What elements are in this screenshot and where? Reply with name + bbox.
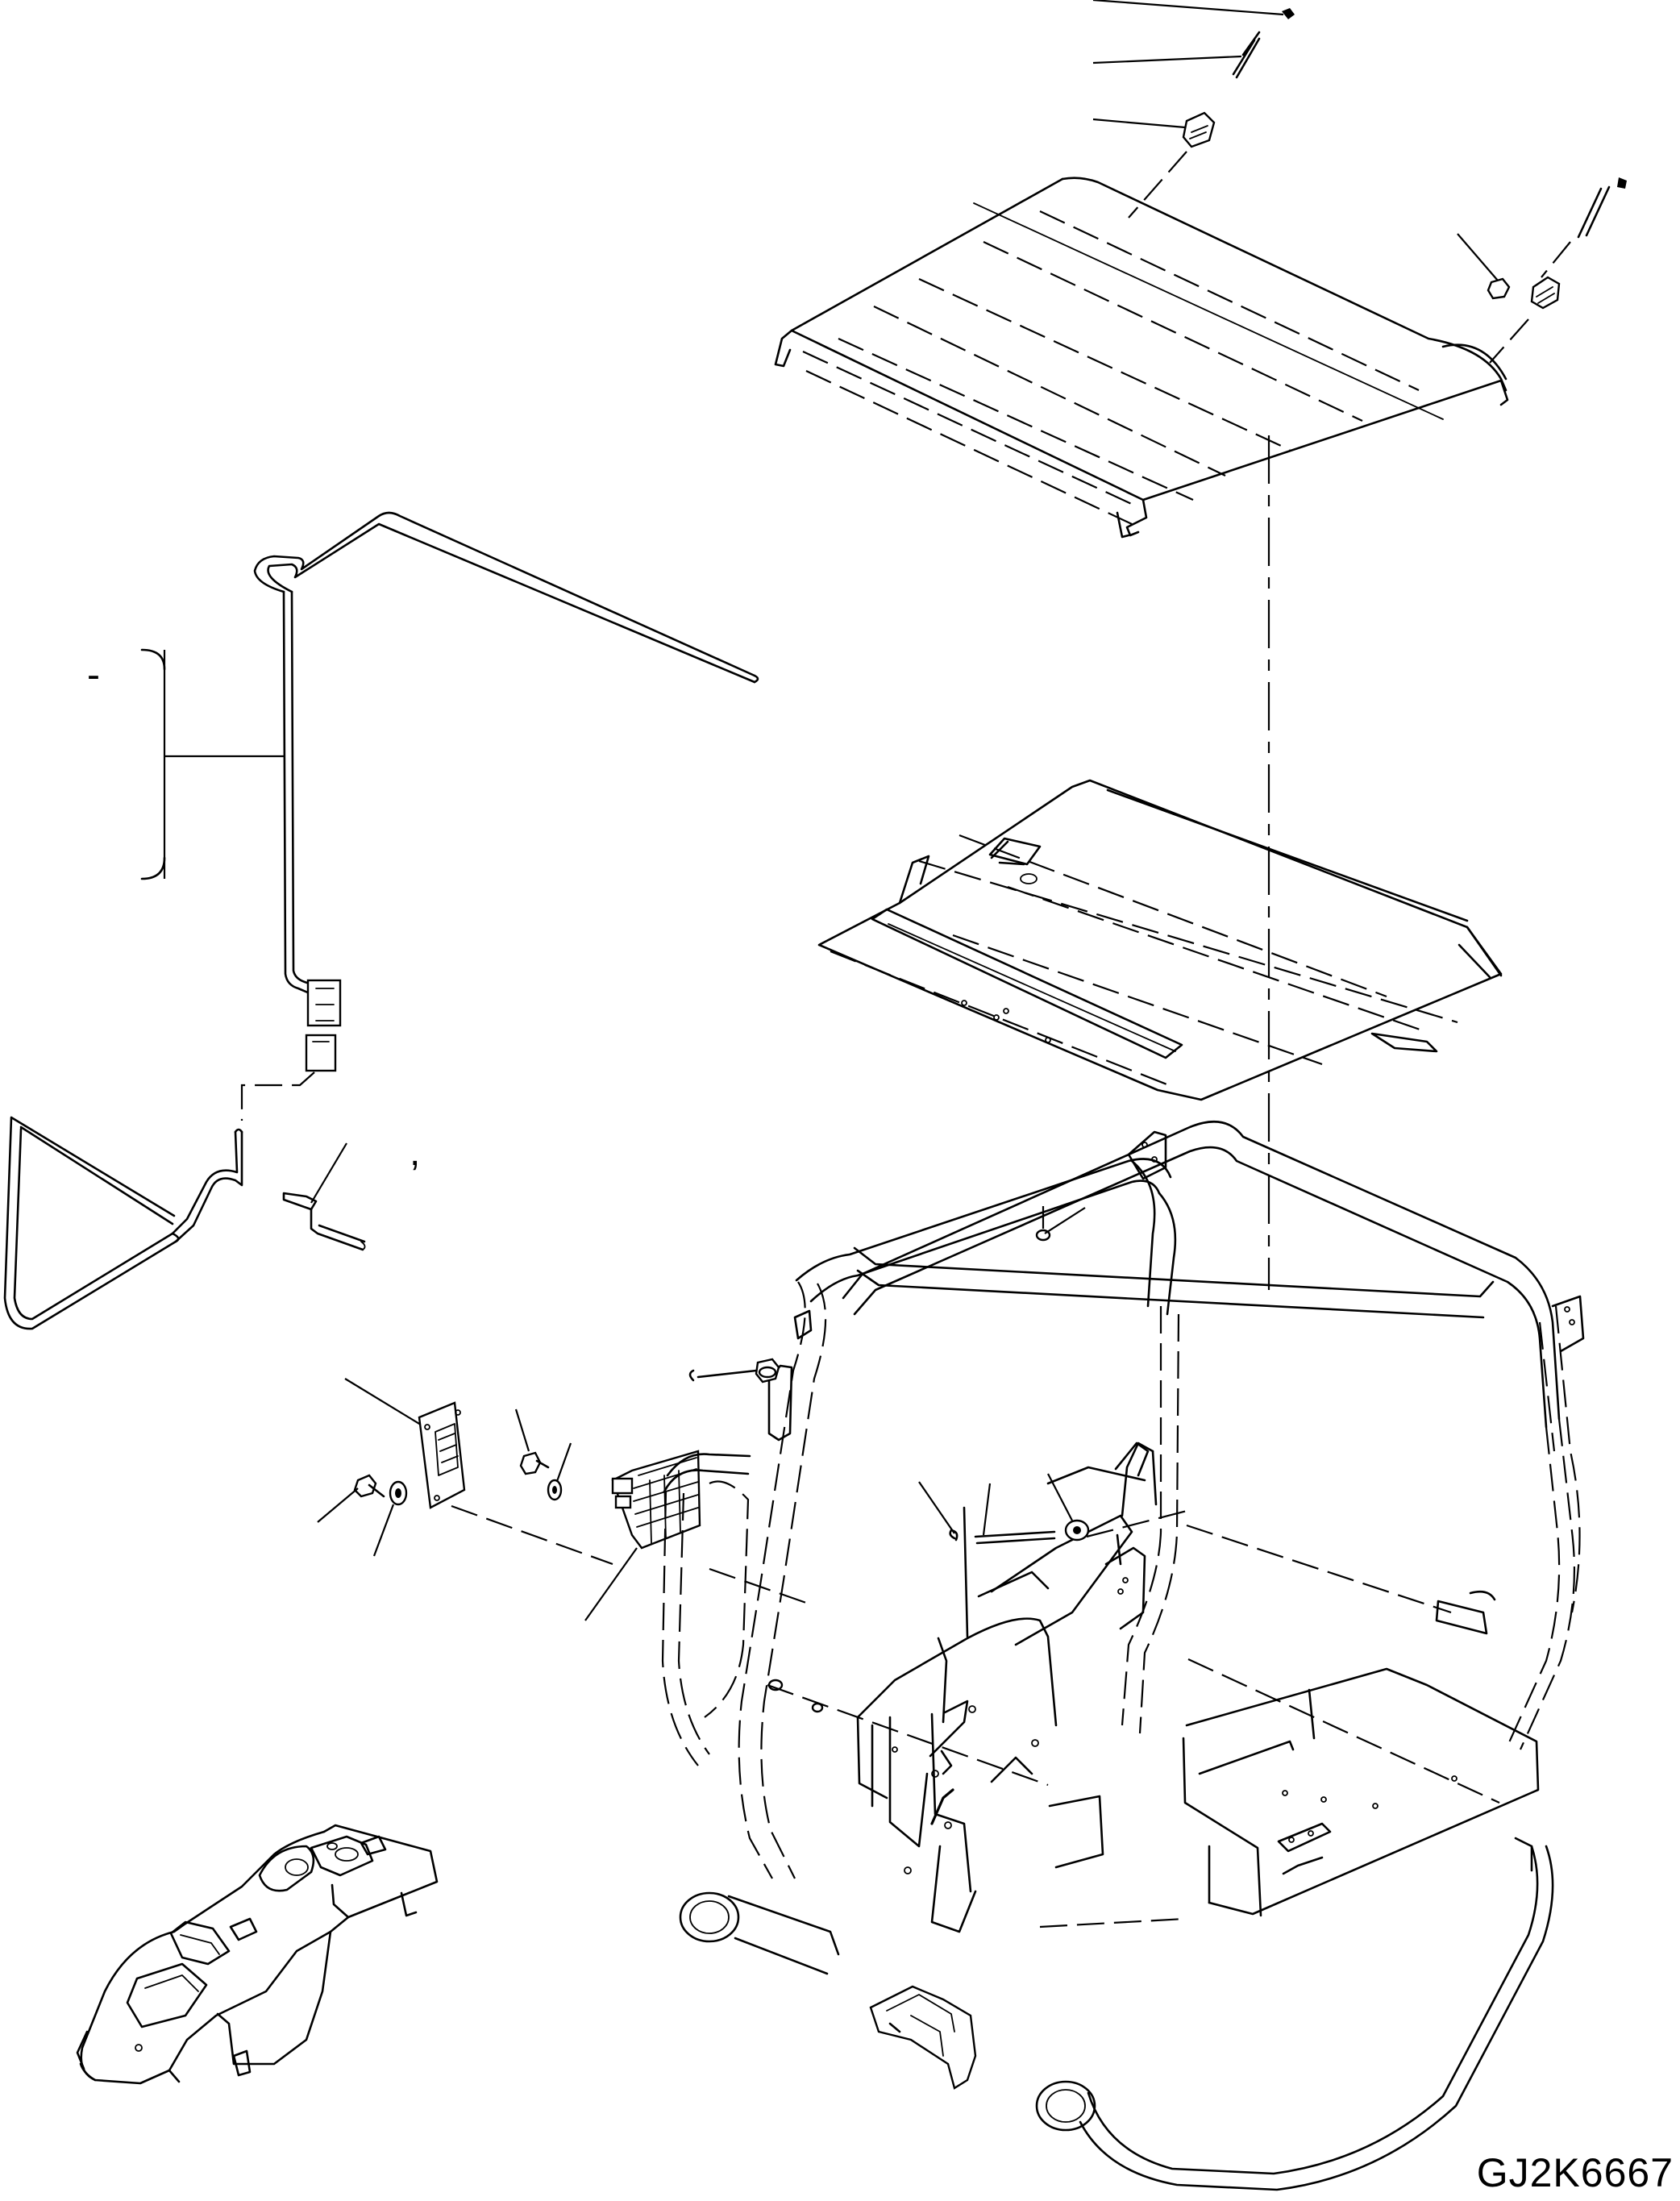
panel-screw-left: [317, 1474, 408, 1557]
frame-fastener-center: [709, 1473, 1452, 1787]
side-console: [76, 1824, 439, 2085]
callout-dash: -: [87, 654, 100, 697]
harness-assembly: [240, 511, 759, 1121]
panel-screw-right: [451, 1408, 613, 1566]
small-bracket-clip: [282, 1142, 366, 1251]
top-fastener-group: [1092, 0, 1295, 218]
callout-comma: ,: [410, 1131, 421, 1174]
cab-frame: [661, 1121, 1585, 2191]
center-structure: [856, 1442, 1158, 1933]
right-fastener-group: [1457, 177, 1627, 364]
roof-panel: [774, 177, 1509, 539]
drawing-reference-code: GJ2K6667: [1476, 2150, 1674, 2195]
harness-bracket: [140, 648, 284, 880]
frame-fastener-left: [688, 1206, 1086, 1383]
under-bracket: [869, 1985, 977, 2090]
cab-floor: [1039, 1590, 1540, 1928]
headliner-panel: [817, 779, 1503, 1101]
front-wire-loop: [3, 1116, 243, 1330]
relay-panel: [344, 1378, 466, 1509]
